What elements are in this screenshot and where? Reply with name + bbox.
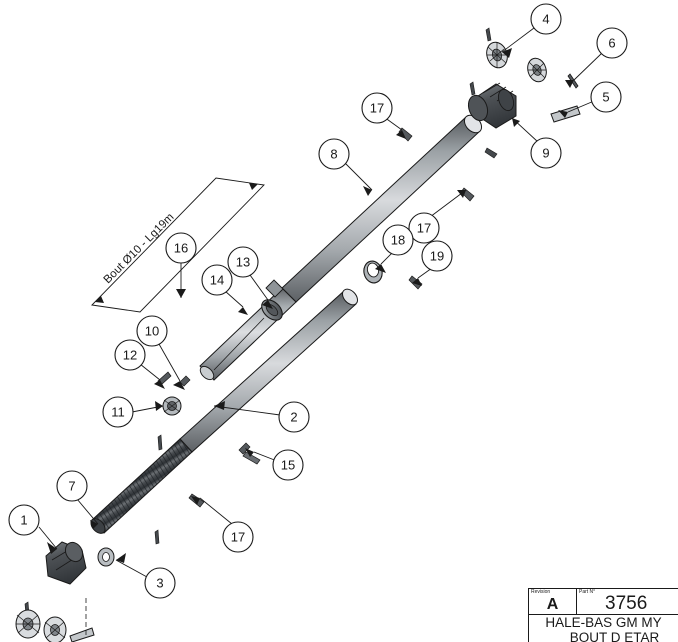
balloon-4[interactable]: 4 <box>530 3 562 35</box>
balloon-13[interactable]: 13 <box>227 246 259 278</box>
balloon-6[interactable]: 6 <box>596 27 628 59</box>
part-pin-bottom <box>69 627 95 642</box>
balloon-12[interactable]: 12 <box>114 339 146 371</box>
balloon-7[interactable]: 7 <box>56 470 88 502</box>
part-number-header: Part N° <box>579 589 596 595</box>
leader-arrowheads <box>47 48 574 563</box>
description-line-2: BOUT D ETAR <box>569 629 660 642</box>
balloon-11[interactable]: 11 <box>102 396 134 428</box>
svg-text:10: 10 <box>145 324 159 339</box>
balloon-9[interactable]: 9 <box>530 137 562 169</box>
balloon-17-middle[interactable]: 17 <box>408 212 440 244</box>
revision-value: A <box>546 596 559 613</box>
part-middle-tube <box>199 279 297 381</box>
balloon-1[interactable]: 1 <box>8 504 40 536</box>
part-screw-15 <box>238 442 261 465</box>
svg-text:17: 17 <box>231 530 245 545</box>
balloon-17-upper[interactable]: 17 <box>361 92 393 124</box>
balloon-18[interactable]: 18 <box>382 224 414 256</box>
balloon-19[interactable]: 19 <box>421 240 453 272</box>
balloon-16[interactable]: 16 <box>165 232 197 264</box>
svg-text:2: 2 <box>290 410 297 425</box>
part-screw-10 <box>179 375 191 387</box>
part-gear-bottom-left <box>15 609 41 639</box>
title-block: Revision A Part N° 3756 HALE-BAS GM MY B… <box>528 588 678 642</box>
svg-text:4: 4 <box>542 12 549 27</box>
svg-text:7: 7 <box>68 479 75 494</box>
svg-text:12: 12 <box>123 348 137 363</box>
title-block-row-identifiers: Revision A Part N° 3756 <box>529 589 678 615</box>
part-small-fasteners <box>24 27 498 616</box>
svg-text:19: 19 <box>430 249 444 264</box>
description-cell: HALE-BAS GM MY BOUT D ETAR <box>529 615 678 642</box>
revision-cell: Revision A <box>529 589 577 614</box>
balloon-14[interactable]: 14 <box>201 264 233 296</box>
balloon-17-lower[interactable]: 17 <box>222 521 254 553</box>
part-toothed-washer-4b <box>527 57 547 83</box>
balloon-3[interactable]: 3 <box>144 567 176 599</box>
svg-text:1: 1 <box>20 513 27 528</box>
part-end-fitting <box>45 541 87 585</box>
svg-text:3: 3 <box>156 576 163 591</box>
description-line-1: HALE-BAS GM MY <box>545 615 662 630</box>
part-gear-bottom-left-2 <box>43 616 67 642</box>
svg-text:6: 6 <box>608 36 615 51</box>
svg-text:18: 18 <box>391 233 405 248</box>
balloon-10[interactable]: 10 <box>136 315 168 347</box>
part-number-cell: Part N° 3756 <box>577 589 678 614</box>
part-upper-tube <box>281 114 483 303</box>
dimension-callout-parallelogram <box>91 177 265 313</box>
balloon-8[interactable]: 8 <box>318 138 350 170</box>
svg-text:17: 17 <box>370 101 384 116</box>
svg-text:15: 15 <box>281 458 295 473</box>
svg-text:9: 9 <box>542 146 549 161</box>
balloon-5[interactable]: 5 <box>590 81 622 113</box>
svg-text:16: 16 <box>174 241 188 256</box>
svg-text:11: 11 <box>111 405 125 420</box>
part-collar-11 <box>162 396 182 416</box>
leader-lines <box>38 27 603 578</box>
balloon-15[interactable]: 15 <box>272 449 304 481</box>
svg-text:8: 8 <box>330 147 337 162</box>
balloon-callouts: 1 2 3 4 5 6 7 <box>8 3 628 599</box>
part-washer-3 <box>97 547 115 567</box>
svg-text:14: 14 <box>210 273 224 288</box>
svg-text:13: 13 <box>236 255 250 270</box>
part-ring-18 <box>363 260 383 284</box>
balloon-2[interactable]: 2 <box>278 401 310 433</box>
svg-text:17: 17 <box>417 221 431 236</box>
part-number-value: 3756 <box>605 593 648 614</box>
part-coupler-upper <box>467 82 517 129</box>
revision-header: Revision <box>531 589 551 595</box>
svg-text:5: 5 <box>602 90 609 105</box>
part-threaded-rod <box>90 438 193 534</box>
dimension-note-text: Bout Ø10 - Lg19m <box>102 211 177 286</box>
